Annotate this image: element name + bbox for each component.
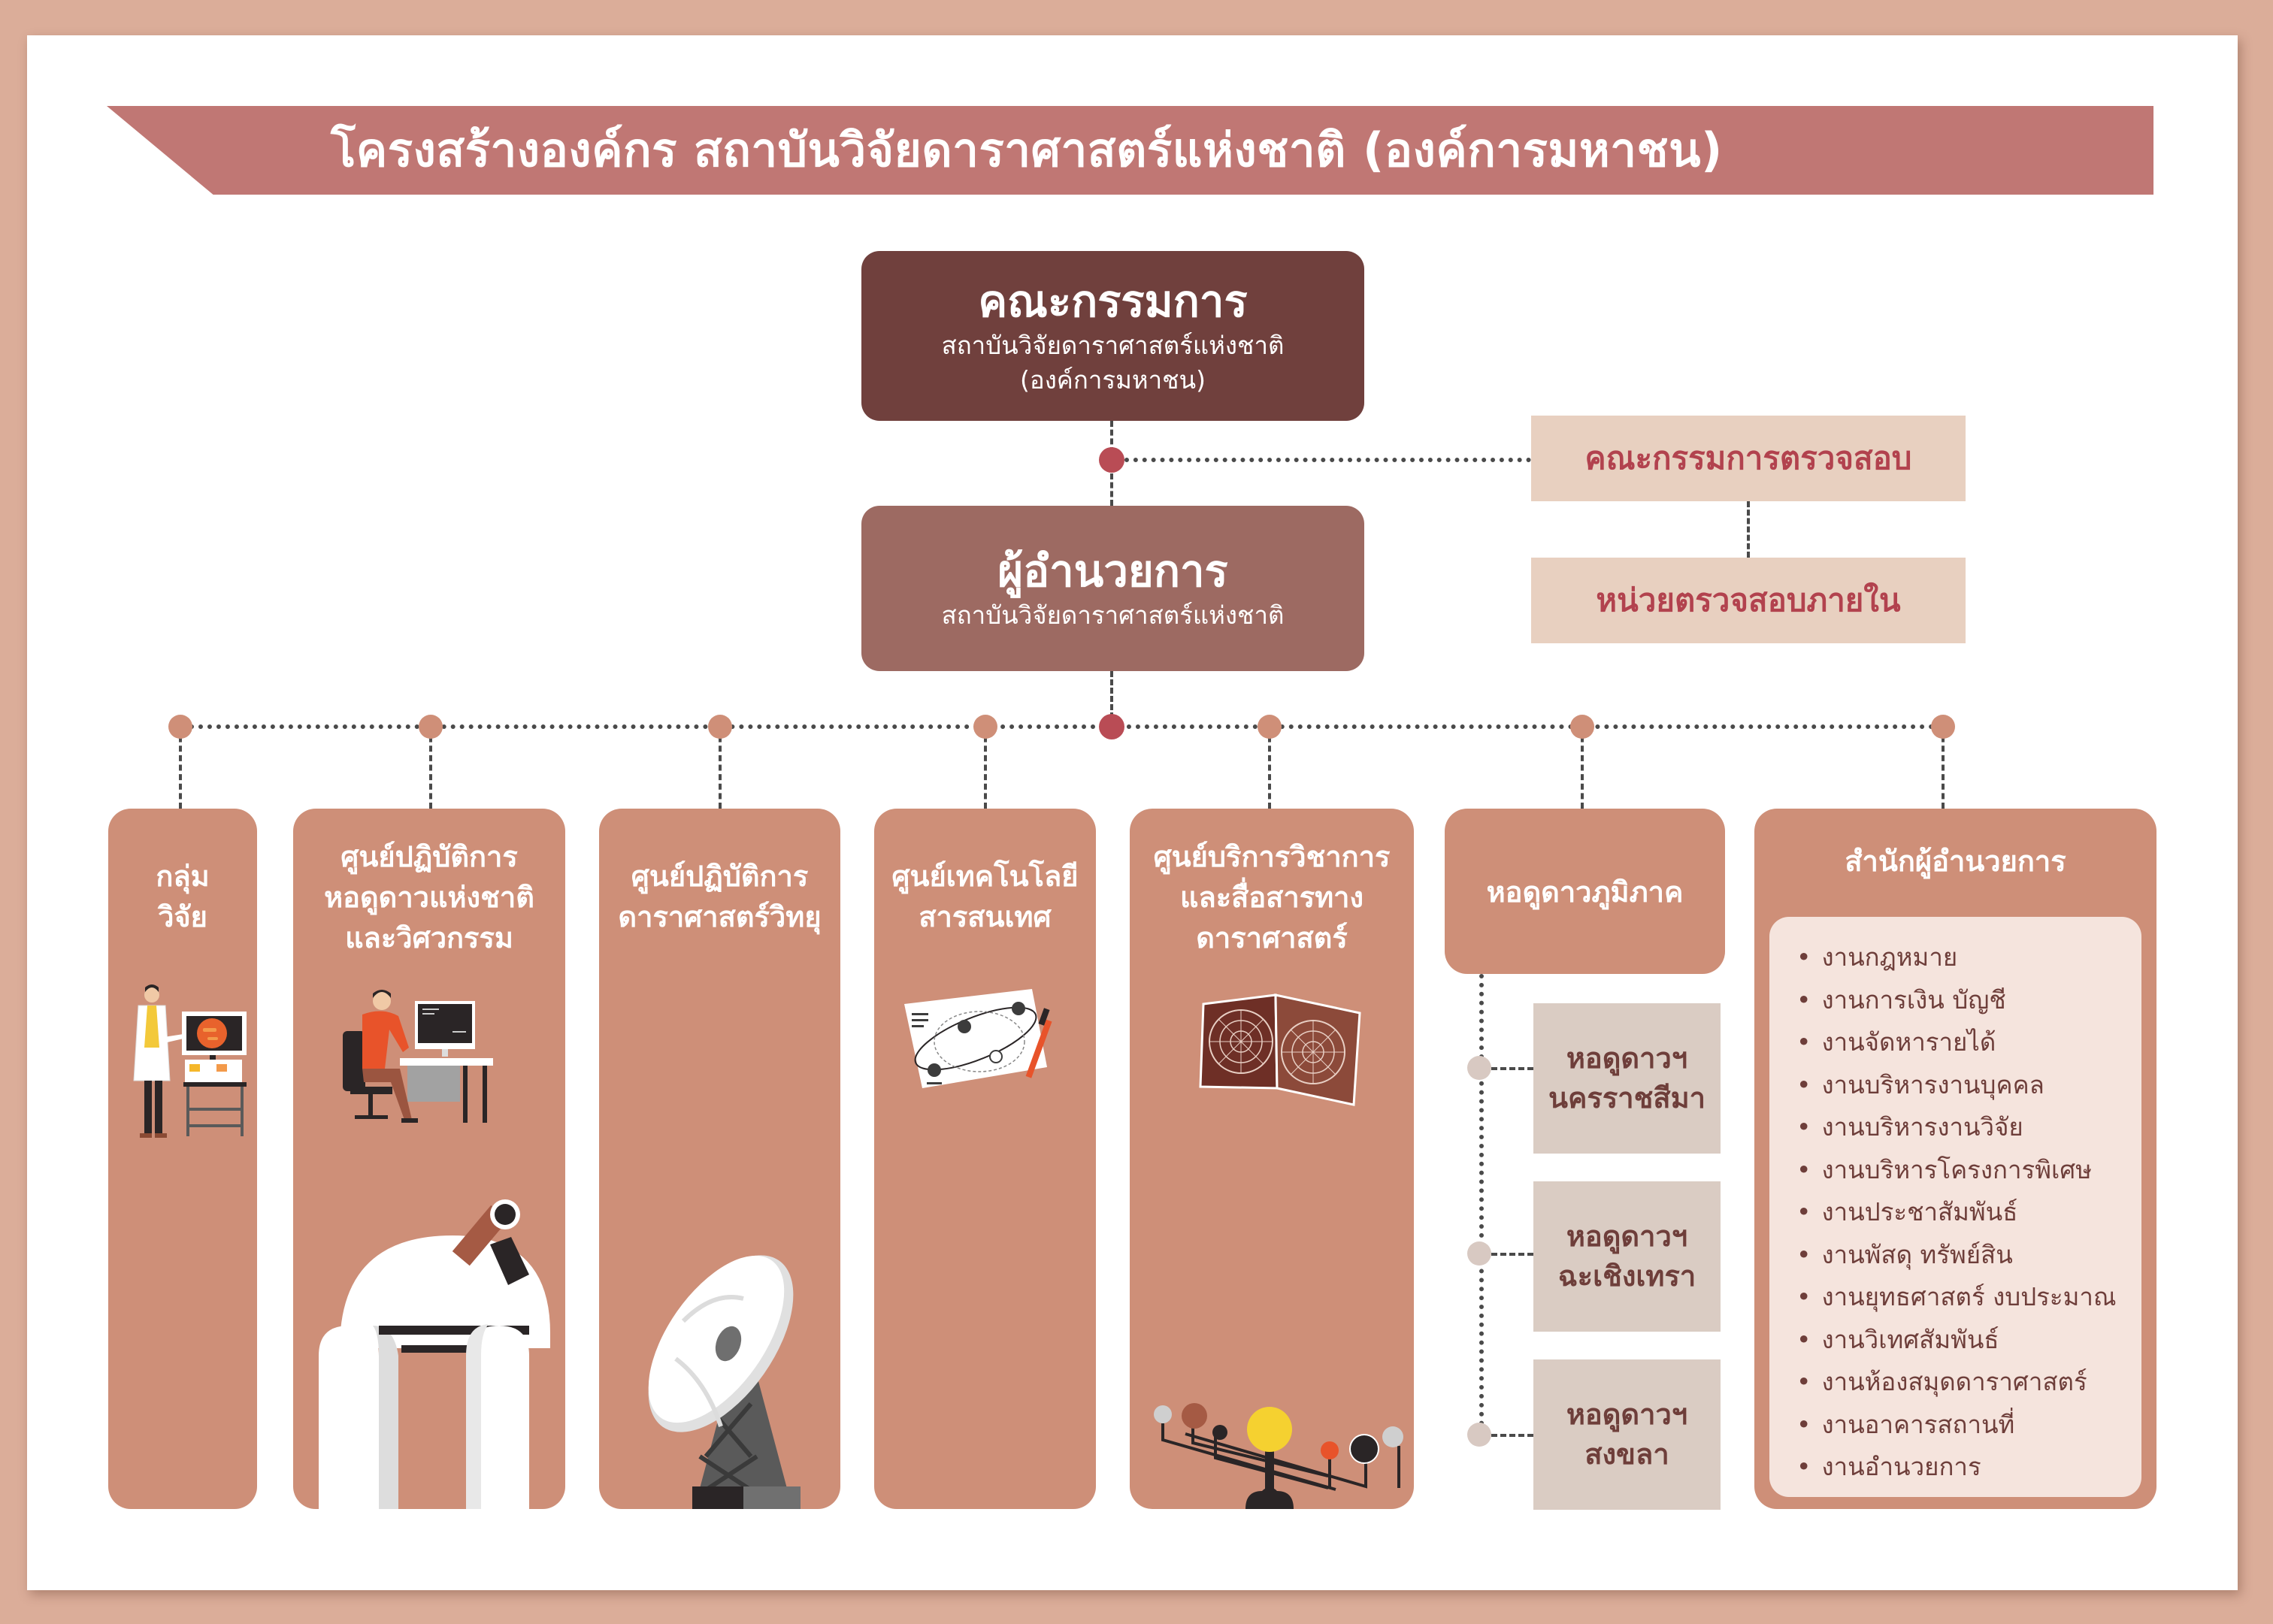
division-information-technology: ศูนย์เทคโนโลยี สารสนเทศ <box>874 809 1096 1509</box>
junction-dot <box>1099 447 1124 473</box>
planet-model-icon <box>1154 1403 1403 1509</box>
division-national-observatory: ศูนย์ปฏิบัติการ หอดูดาวแห่งชาติ และวิศวก… <box>293 809 565 1509</box>
title-line: ดาราศาสตร์ <box>1196 921 1348 954</box>
office-unit-item: งานบริหารงานบุคคล <box>1796 1064 2141 1107</box>
office-unit-item: งานกฎหมาย <box>1796 936 2141 979</box>
observatory-dome-icon <box>319 1199 550 1509</box>
director-subtitle: สถาบันวิจัยดาราศาสตร์แห่งชาติ <box>941 600 1285 631</box>
office-unit-item: งานอาคารสถานที่ <box>1796 1404 2141 1447</box>
observatory-nakhon-ratchasima: หอดูดาวฯ นครราชสีมา <box>1533 1003 1721 1154</box>
division-title: กลุ่ม วิจัย <box>108 857 257 938</box>
office-title: สำนักผู้อำนวยการ <box>1845 845 2066 878</box>
regional-connector <box>1479 974 1484 1435</box>
division-title: ศูนย์เทคโนโลยี สารสนเทศ <box>874 857 1096 938</box>
title-line: กลุ่ม <box>156 860 210 893</box>
connector-director-down <box>1110 671 1113 727</box>
observatory-location: ฉะเชิงเทรา <box>1557 1260 1696 1293</box>
office-unit-item: งานประชาสัมพันธ์ <box>1796 1191 2141 1234</box>
connector-audit <box>1124 458 1531 462</box>
title-line: ศูนย์ปฏิบัติการ <box>631 860 809 893</box>
board-box: คณะกรรมการ สถาบันวิจัยดาราศาสตร์แห่งชาติ… <box>861 251 1364 421</box>
bus-dot-center <box>1099 714 1124 739</box>
board-subtitle-1: สถาบันวิจัยดาราศาสตร์แห่งชาติ <box>941 331 1285 361</box>
board-subtitle-2: (องค์การมหาชน) <box>1020 365 1206 395</box>
bus-dot <box>1258 715 1282 739</box>
orbit-diagram-icon <box>904 989 1052 1088</box>
drop-line-4 <box>984 727 987 809</box>
observatory-location: สงขลา <box>1584 1438 1669 1471</box>
regional-branch <box>1491 1434 1533 1437</box>
bus-dot <box>419 715 443 739</box>
title-line: ศูนย์ปฏิบัติการ <box>340 840 518 873</box>
division-title: ศูนย์ปฏิบัติการ หอดูดาวแห่งชาติ และวิศวก… <box>293 837 565 959</box>
drop-line-1 <box>179 727 182 809</box>
title-line: สารสนเทศ <box>919 900 1052 933</box>
regional-dot <box>1467 1241 1491 1266</box>
office-unit-item: งานจัดหารายได้ <box>1796 1021 2141 1064</box>
office-unit-item: งานบริหารงานวิจัย <box>1796 1106 2141 1149</box>
drop-line-5 <box>1268 727 1271 809</box>
office-unit-item: งานวิเทศสัมพันธ์ <box>1796 1319 2141 1362</box>
title-banner <box>107 106 2153 195</box>
connector-bus <box>180 724 1944 729</box>
drop-line-7 <box>1942 727 1945 809</box>
division-radio-astronomy: ศูนย์ปฏิบัติการ ดาราศาสตร์วิทยุ <box>599 809 840 1509</box>
office-unit-item: งานพัสดุ ทรัพย์สิน <box>1796 1234 2141 1277</box>
title-line: และสื่อสารทาง <box>1179 880 1364 914</box>
bus-dot <box>168 715 192 739</box>
connector-audit-internal <box>1747 501 1750 558</box>
office-units-panel: งานกฎหมายงานการเงิน บัญชีงานจัดหารายได้ง… <box>1769 917 2141 1497</box>
regional-branch <box>1491 1067 1533 1070</box>
office-unit-item: งานห้องสมุดดาราศาสตร์ <box>1796 1361 2141 1404</box>
audit-committee-box: คณะกรรมการตรวจสอบ <box>1531 416 1966 501</box>
title-line: และวิศวกรรม <box>345 921 513 954</box>
office-unit-item: งานยุทธศาสตร์ งบประมาณ <box>1796 1276 2141 1319</box>
office-unit-item: งานการเงิน บัญชี <box>1796 979 2141 1022</box>
director-box: ผู้อำนวยการ สถาบันวิจัยดาราศาสตร์แห่งชาต… <box>861 506 1364 671</box>
office-unit-item: งานอำนวยการ <box>1796 1446 2141 1489</box>
office-units-list: งานกฎหมายงานการเงิน บัญชีงานจัดหารายได้ง… <box>1796 936 2141 1489</box>
title-line: ศูนย์เทคโนโลยี <box>891 860 1079 893</box>
drop-line-3 <box>719 727 722 809</box>
division-title: ศูนย์บริการวิชาการ และสื่อสารทาง ดาราศาส… <box>1130 837 1414 959</box>
observatory-label: หอดูดาวฯ <box>1566 1219 1688 1253</box>
page-title: โครงสร้างองค์กร สถาบันวิจัยดาราศาสตร์แห่… <box>331 122 1723 177</box>
observatory-label: หอดูดาวฯ <box>1566 1397 1688 1431</box>
office-unit-item: งานบริหารโครงการพิเศษ <box>1796 1149 2141 1192</box>
division-research-group: กลุ่ม วิจัย <box>108 809 257 1509</box>
regional-observatories-header: หอดูดาวภูมิภาค <box>1445 809 1725 974</box>
bus-dot <box>1931 715 1955 739</box>
drop-line-2 <box>429 727 432 809</box>
title-line: วิจัย <box>158 900 207 933</box>
division-title: ศูนย์ปฏิบัติการ ดาราศาสตร์วิทยุ <box>599 857 840 938</box>
engineer-computer-icon <box>343 990 493 1123</box>
bus-dot <box>1570 715 1594 739</box>
bus-dot <box>973 715 997 739</box>
observatory-songkhla: หอดูดาวฯ สงขลา <box>1533 1359 1721 1510</box>
scientist-icon <box>133 984 247 1138</box>
title-line: ดาราศาสตร์วิทยุ <box>618 900 822 933</box>
star-map-icon <box>1199 993 1361 1106</box>
regional-dot <box>1467 1423 1491 1447</box>
internal-audit-box: หน่วยตรวจสอบภายใน <box>1531 558 1966 643</box>
director-title: ผู้อำนวยการ <box>997 545 1228 597</box>
bus-dot <box>708 715 732 739</box>
observatory-chachoengsao: หอดูดาวฯ ฉะเชิงเทรา <box>1533 1181 1721 1332</box>
observatory-location: นครราชสีมา <box>1548 1081 1706 1114</box>
title-line: ศูนย์บริการวิชาการ <box>1153 840 1391 873</box>
regional-branch <box>1491 1253 1533 1256</box>
radio-telescope-icon <box>648 1255 801 1509</box>
board-title: คณะกรรมการ <box>978 275 1248 327</box>
division-academic-services: ศูนย์บริการวิชาการ และสื่อสารทาง ดาราศาส… <box>1130 809 1414 1509</box>
drop-line-6 <box>1581 727 1584 809</box>
regional-dot <box>1467 1056 1491 1080</box>
observatory-label: หอดูดาวฯ <box>1566 1041 1688 1075</box>
title-line: หอดูดาวแห่งชาติ <box>324 880 534 914</box>
